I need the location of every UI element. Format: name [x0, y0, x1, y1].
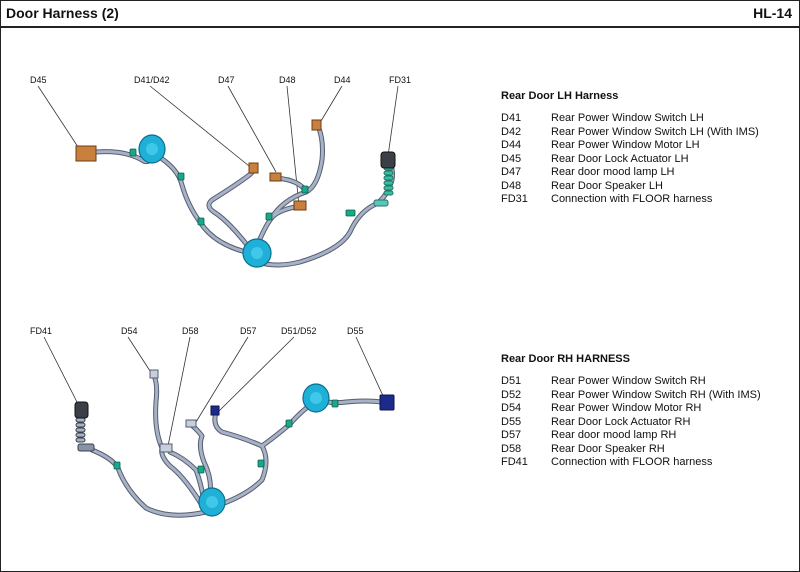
rh-harness-drawing: FD41 D54 D58 D57 D51/D52 D55 — [30, 326, 395, 518]
connector-d57 — [185, 419, 197, 428]
rh-conduit — [75, 417, 95, 452]
label-d45: D45 — [30, 75, 47, 85]
label-d47: D47 — [218, 75, 235, 85]
rh-wires — [89, 373, 385, 518]
label-d41-d42: D41/D42 — [134, 75, 170, 85]
lh-labels: D45 D41/D42 D47 D48 D44 FD31 — [30, 75, 411, 85]
label-d54: D54 — [121, 326, 138, 336]
label-d58: D58 — [182, 326, 199, 336]
rh-connectors — [74, 369, 395, 453]
label-d51-d52: D51/D52 — [281, 326, 317, 336]
connector-d55 — [379, 394, 395, 411]
page-title: Door Harness (2) — [6, 5, 119, 21]
rh-legend-heading: Rear Door RH HARNESS — [501, 353, 630, 365]
connector-d44 — [311, 119, 322, 131]
page-code: HL-14 — [753, 5, 792, 21]
connector-d48 — [293, 200, 307, 211]
lh-connectors — [75, 119, 396, 211]
label-d57: D57 — [240, 326, 257, 336]
label-d55: D55 — [347, 326, 364, 336]
lh-grommets — [138, 134, 272, 268]
rh-labels: FD41 D54 D58 D57 D51/D52 D55 — [30, 326, 364, 336]
label-d48: D48 — [279, 75, 296, 85]
rh-grommets — [198, 383, 330, 517]
rh-leader-lines — [43, 336, 385, 447]
connector-d58 — [159, 443, 173, 453]
connector-d45 — [75, 145, 97, 162]
lh-conduit — [373, 165, 394, 207]
label-fd31: FD31 — [389, 75, 411, 85]
rh-clips — [113, 399, 339, 474]
lh-clips — [129, 148, 356, 226]
label-d44: D44 — [334, 75, 351, 85]
lh-legend-heading: Rear Door LH Harness — [501, 90, 619, 102]
label-fd41: FD41 — [30, 326, 52, 336]
connector-d54 — [149, 369, 159, 379]
connector-d41-d42 — [248, 162, 259, 174]
connector-d51-d52 — [210, 405, 220, 416]
lh-wires — [93, 123, 395, 268]
connector-fd41 — [74, 401, 89, 419]
connector-fd31 — [380, 151, 396, 169]
lh-harness-drawing: D45 D41/D42 D47 D48 D44 FD31 — [30, 75, 411, 268]
connector-d47 — [269, 172, 282, 182]
page-header: Door Harness (2) HL-14 — [0, 0, 800, 28]
